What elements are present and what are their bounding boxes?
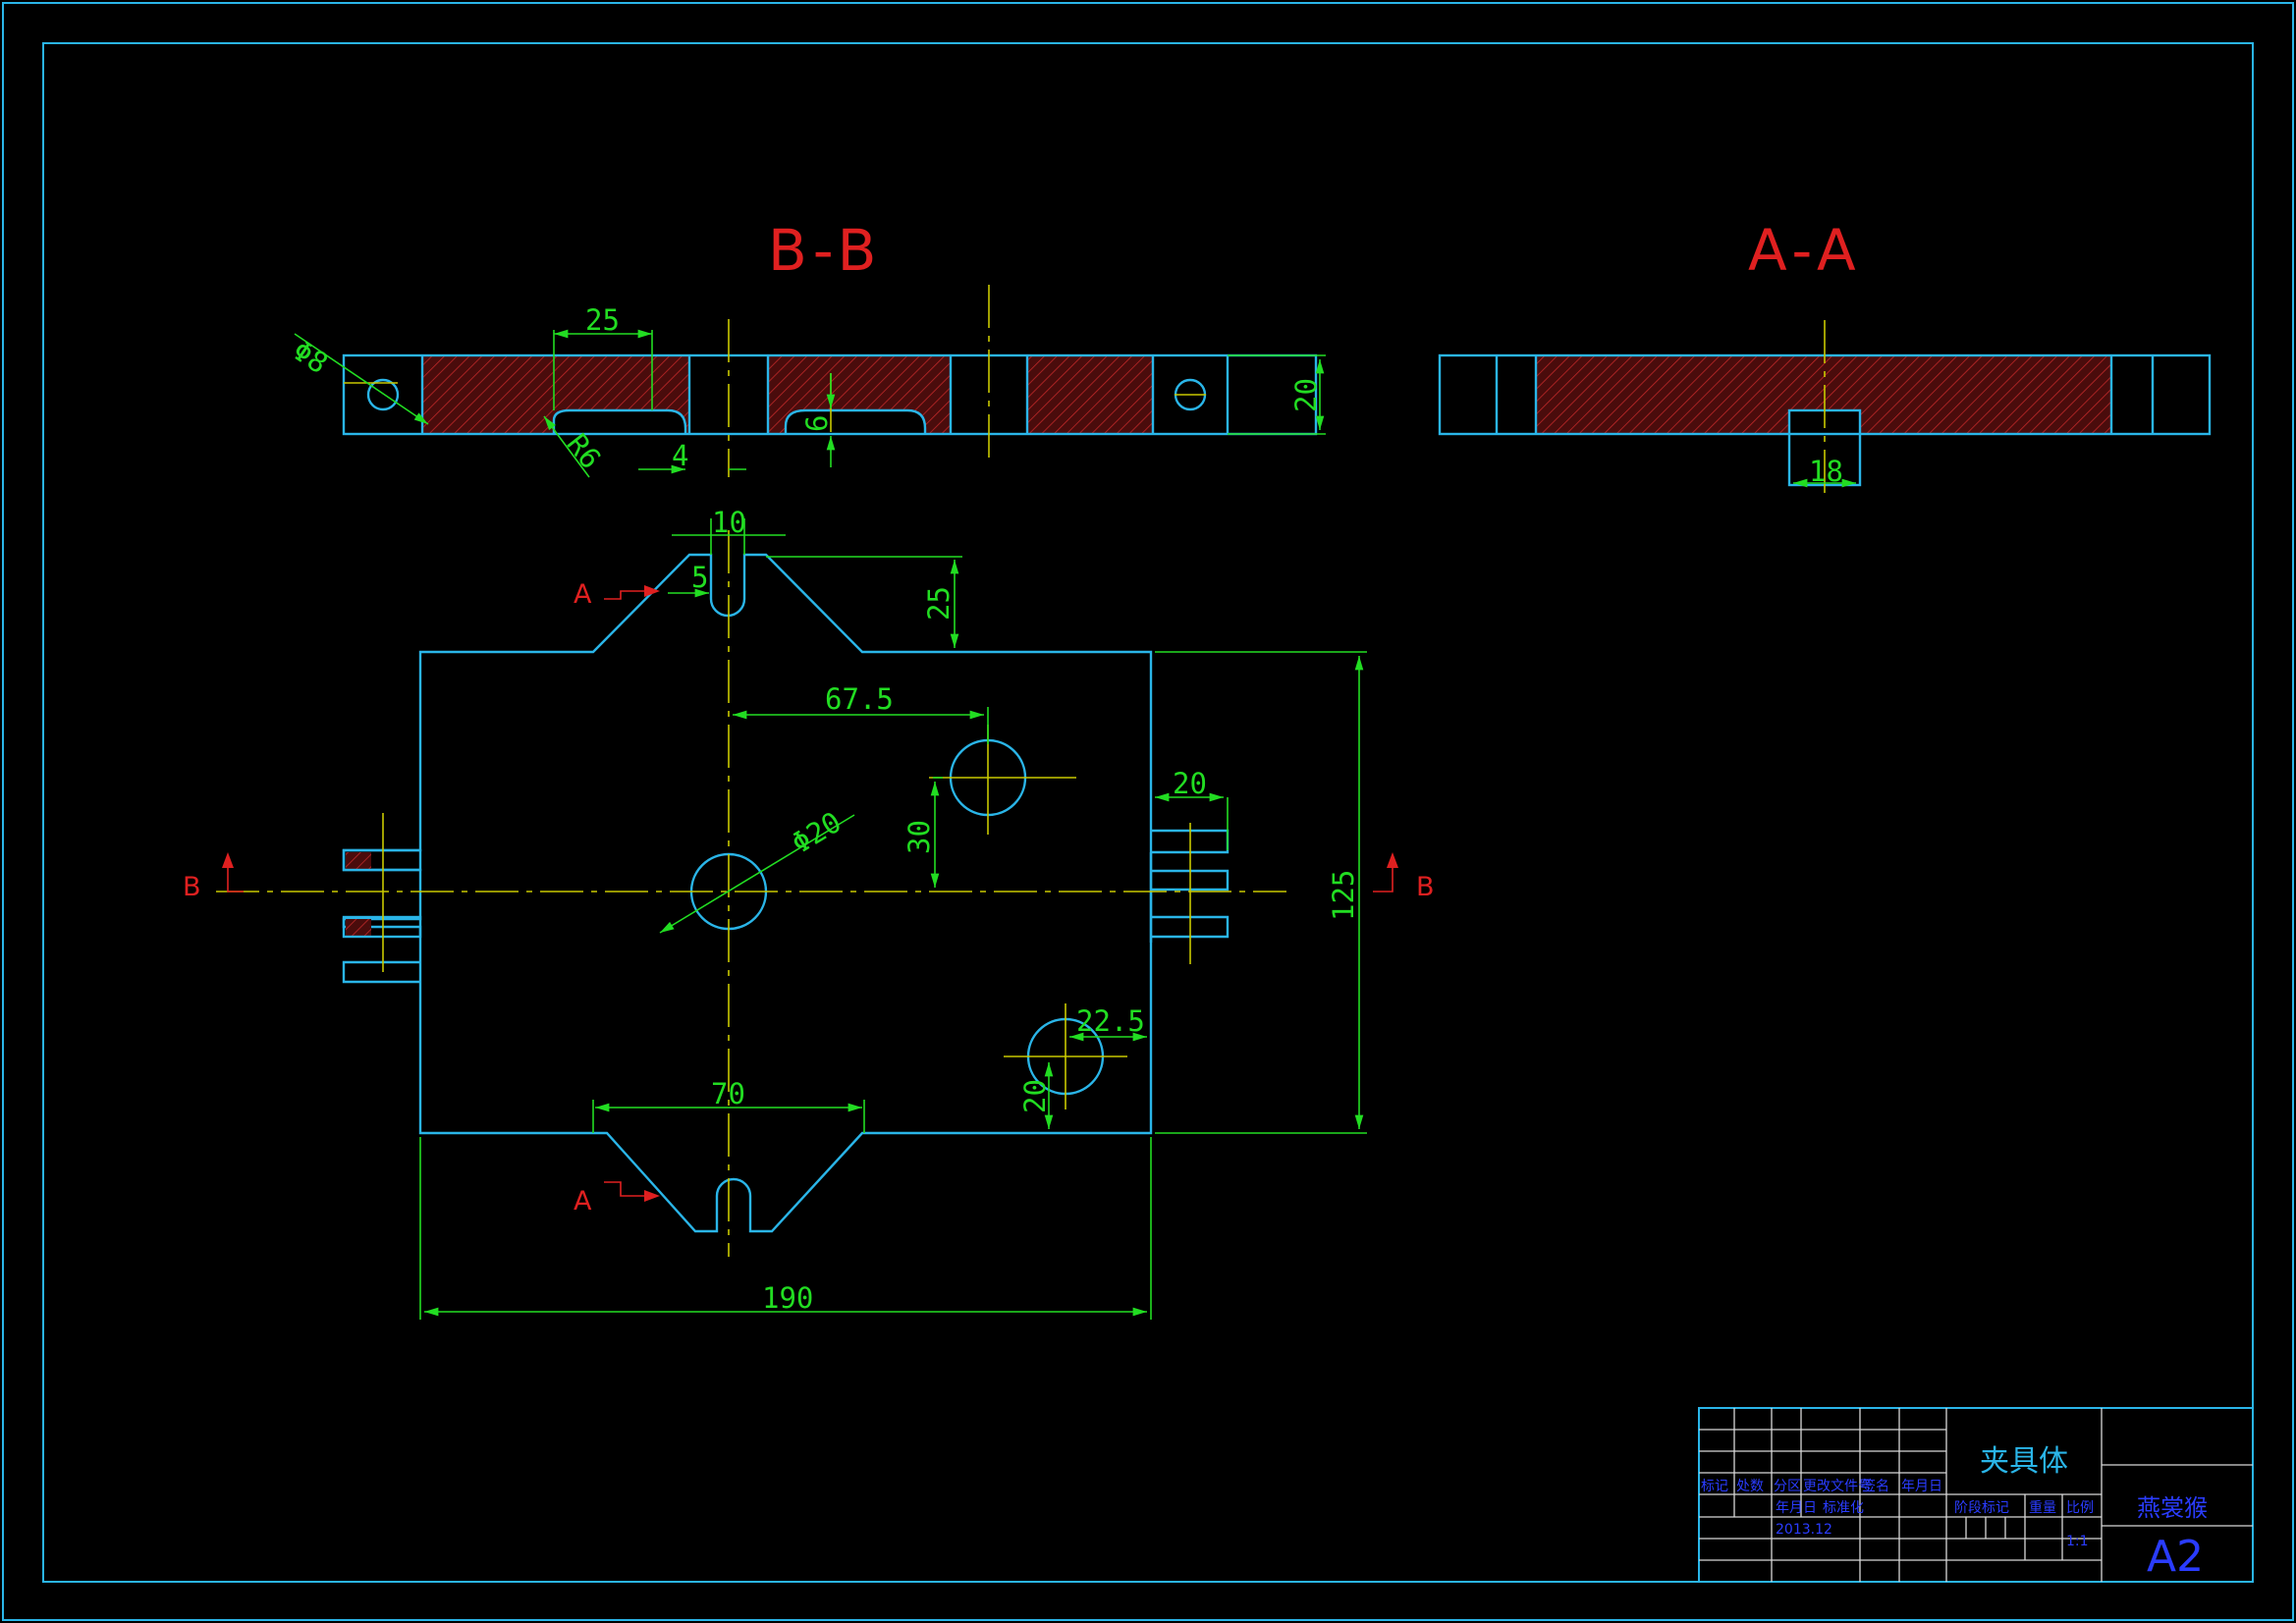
plan-dim-25: 25 (922, 586, 956, 621)
tb-part-name: 夹具体 (1980, 1444, 2068, 1479)
tb-weight-label: 重量 (2029, 1500, 2056, 1516)
section-bb-title: B-B (768, 217, 882, 284)
plan-dim-67-5: 67.5 (825, 682, 894, 716)
bb-dim-dia8: Φ8 (287, 334, 334, 381)
tb-stage-label: 阶段标记 (1954, 1500, 2009, 1516)
plan-dim-70: 70 (711, 1077, 745, 1110)
plan-dim-22-5: 22.5 (1076, 1004, 1145, 1038)
bb-dim-25: 25 (585, 303, 620, 337)
bb-dim-4: 4 (672, 439, 688, 472)
plan-dim-125: 125 (1327, 870, 1360, 921)
plan-dim-190: 190 (762, 1281, 813, 1315)
marker-b-left: B (183, 872, 201, 902)
tb-scale-label: 比例 (2066, 1500, 2094, 1516)
tb-header-2: 分区 (1774, 1479, 1801, 1494)
marker-a-top: A (574, 579, 592, 610)
marker-b-right: B (1416, 872, 1435, 902)
plan-dim-20-hole: 20 (1018, 1079, 1052, 1113)
tb-header-3: 更改文件号 (1803, 1479, 1872, 1494)
plan-dim-30: 30 (902, 820, 936, 854)
tb-row2-date-label: 年月日 (1776, 1500, 1817, 1516)
section-aa-title: A-A (1748, 217, 1862, 284)
plan-dim-10: 10 (712, 506, 746, 539)
inner-border (42, 42, 2254, 1583)
tb-drawing-type: 燕裳猴 (2137, 1494, 2208, 1522)
tb-header-1: 处数 (1736, 1479, 1764, 1494)
tb-row2-std-label: 标准化 (1823, 1500, 1864, 1516)
bb-dim-20: 20 (1289, 378, 1323, 412)
bb-dim-6: 6 (800, 415, 834, 432)
tb-header-5: 年月日 (1901, 1479, 1942, 1494)
tb-header-0: 标记 (1701, 1479, 1728, 1494)
title-block: 标记 处数 分区 更改文件号 签名 年月日 年月日 标准化 2013.12 阶段… (1698, 1407, 2254, 1583)
section-aa-view: 18 (1438, 320, 2212, 501)
plan-dim-5: 5 (691, 561, 708, 594)
tb-scale: 1:1 (2066, 1534, 2089, 1549)
plan-dim-20-slot: 20 (1173, 767, 1207, 800)
tb-header-4: 签名 (1862, 1478, 1889, 1494)
section-bb-view: 25 Φ8 R6 4 6 20 (287, 285, 1326, 478)
aa-dim-18: 18 (1809, 455, 1843, 488)
marker-a-bottom: A (574, 1186, 592, 1217)
plan-view: A A B B 10 5 25 67.5 Φ20 30 2 (183, 506, 1435, 1320)
tb-sheet-size: A2 (2147, 1532, 2204, 1582)
bb-hatch-3 (1027, 355, 1153, 434)
tb-date: 2013.12 (1776, 1522, 1832, 1538)
